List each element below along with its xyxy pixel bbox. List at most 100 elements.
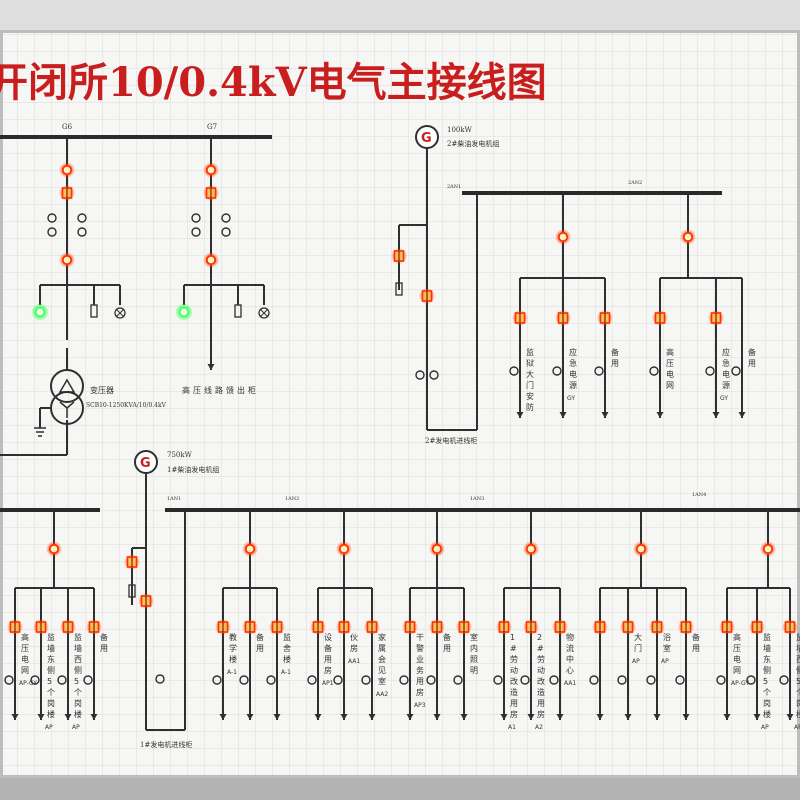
feeder-lamp-1an4-a-1	[592, 619, 608, 635]
feeder-lamp-2an2-b-2	[708, 310, 724, 326]
gen2-power: 100kW	[447, 126, 473, 134]
feeder-lamp-1an4-b-3	[782, 619, 798, 635]
feeder-1an2-a-2: 备用	[239, 588, 264, 720]
feeder-lamp-1an3-b-1	[496, 619, 512, 635]
feeder-lamp-1an2-b-3	[364, 619, 380, 635]
gen2-name: 2#柴油发电机组	[447, 139, 499, 148]
feeder-lamp-2an2-a-1	[512, 310, 528, 326]
feeder-lamp-1an3-b-3	[552, 619, 568, 635]
svg-text:G: G	[421, 131, 432, 146]
hv-earth-lamp-1	[31, 303, 49, 321]
gen1-power: 750kW	[167, 451, 193, 459]
feeder-label-1an3-a-2: 备用	[443, 632, 451, 653]
feeder-lamp-1an1-3	[60, 619, 76, 635]
feeder-group-lamp-1an4-a	[633, 541, 649, 557]
feeder-lamp-1an3-a-3	[456, 619, 472, 635]
feeder-2an2-b-1: 高压电网	[649, 278, 674, 418]
feeder-1an3-a-2: 备用	[426, 588, 451, 720]
gen2-main-lamp	[419, 288, 435, 304]
feeder-group-lamp-2an2-a	[555, 229, 571, 245]
bus-1an3-label: 1AN3	[470, 496, 484, 502]
feeder-1an4-a-4: 备用	[675, 588, 700, 720]
feeder-lamp-1an3-a-1	[402, 619, 418, 635]
hv-lamp-top-1	[59, 162, 75, 178]
gen2-cabinet-label: 2#发电机进线柜	[425, 436, 477, 445]
hv-breaker-lamp-1	[59, 185, 75, 201]
feeder-lamp-1an3-a-2	[429, 619, 445, 635]
bus-2an1-label: 2AN1	[447, 184, 461, 190]
bus-1an4-label: 1AN4	[692, 492, 706, 498]
hv-lamp-mid-2	[203, 252, 219, 268]
feeder-label-1an1-4: 备用	[100, 632, 108, 653]
feeder-label-1an2-a-2: 备用	[256, 632, 264, 653]
gen1-main-lamp	[138, 593, 154, 609]
feeder-1an1-4: 备用	[83, 588, 108, 720]
board-panel	[0, 27, 800, 781]
gen1-breaker-lamp	[124, 554, 140, 570]
feeder-lamp-1an4-b-2	[749, 619, 765, 635]
transformer-spec: SCB10-1250KVA/10/0.4kV	[86, 402, 167, 409]
gen1-name: 1#柴油发电机组	[167, 465, 219, 474]
feeder-label-2an2-a-1: 监狱大门安防	[526, 347, 534, 412]
bus-2an2-label: 2AN2	[628, 180, 642, 186]
hv-lamp-mid-1	[59, 252, 75, 268]
transformer-label: 变压器	[90, 385, 114, 395]
hv-lamp-top-2	[203, 162, 219, 178]
feeder-group-lamp-1an1	[46, 541, 62, 557]
feeder-lamp-2an2-b-1	[652, 310, 668, 326]
feeder-label-2an2-b-3: 备用	[748, 347, 756, 368]
feeder-lamp-1an1-4	[86, 619, 102, 635]
feeder-lamp-2an2-a-3	[597, 310, 613, 326]
gen2-breaker-lamp	[391, 248, 407, 264]
bus-1an1-label: 1AN1	[167, 496, 181, 502]
feeder-label-1an3-a-3: 室内照明	[470, 632, 478, 675]
feeder-2an2-a-1: 监狱大门安防	[509, 278, 534, 418]
feeder-label-2an2-b-1: 高压电网	[666, 347, 674, 390]
feeder-lamp-1an2-a-1	[215, 619, 231, 635]
feeder-lamp-1an2-b-2	[336, 619, 352, 635]
feeder-label-2an2-a-3: 备用	[611, 347, 619, 368]
feeder-1an3-a-3: 室内照明	[453, 588, 478, 720]
feeder-lamp-1an1-2	[33, 619, 49, 635]
feeder-group-lamp-1an2-a	[242, 541, 258, 557]
board-title: 开闭所10/0.4kV电气主接线图	[0, 59, 547, 106]
hv-feeder-label: 高压线路馈出柜	[182, 385, 259, 395]
transformer-icon	[34, 369, 84, 437]
feeder-group-lamp-2an2-b	[680, 229, 696, 245]
feeder-group-lamp-1an3-a	[429, 541, 445, 557]
feeder-group-lamp-1an2-b	[336, 541, 352, 557]
generator-2-icon: G	[415, 125, 439, 149]
hv-earth-lamp-2	[175, 303, 193, 321]
bus-1an2-label: 1AN2	[285, 496, 299, 502]
feeder-lamp-1an4-a-3	[649, 619, 665, 635]
